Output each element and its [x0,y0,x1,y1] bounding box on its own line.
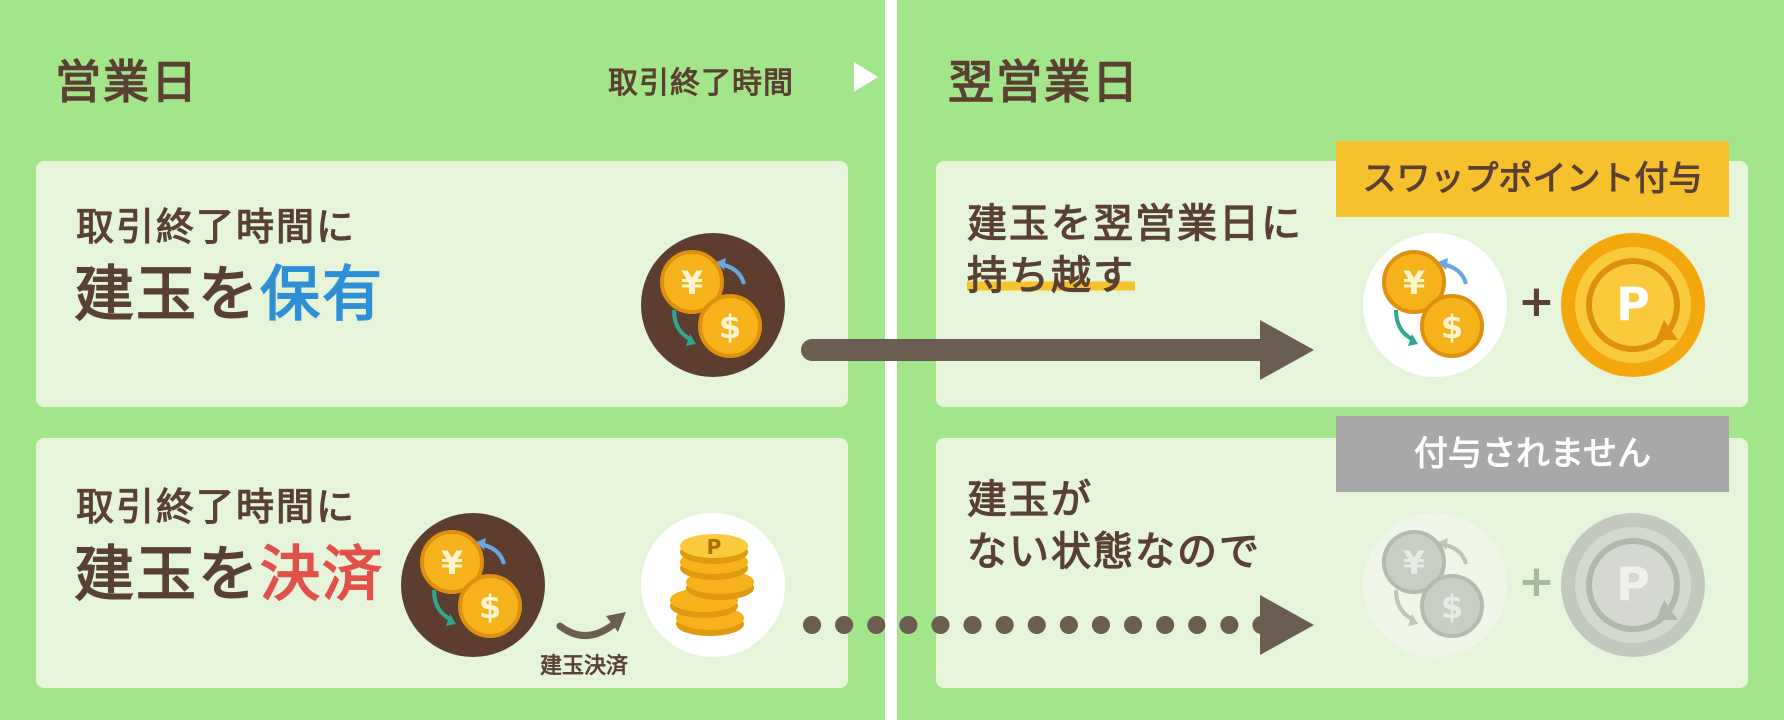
currency-exchange-icon: ¥ $ [1363,233,1507,377]
svg-text:$: $ [479,588,501,626]
cutoff-marker-icon [854,62,878,92]
plus-faded-icon: + [1518,556,1555,607]
carry-over-arrow [801,320,1314,380]
svg-text:P: P [1616,277,1650,331]
settle-arrow-icon [556,612,626,639]
svg-text:¥: ¥ [1403,264,1425,302]
cutoff-time-label: 取引終了時間 [608,66,794,101]
swap-point-coin-icon: P [1561,233,1705,377]
settle-line2: 建玉を決済 [74,540,384,610]
currency-exchange-icon: ¥ $ [641,233,785,377]
no-carry-over-arrow [803,595,1314,655]
currency-exchange-icon: ¥ $ [401,513,545,657]
svg-text:¥: ¥ [441,544,463,582]
no-position-text: 建玉が ない状態なので [967,477,1261,575]
settle-line1: 取引終了時間に [76,485,357,529]
svg-text:P: P [707,535,722,559]
not-granted-badge: 付与されません [1336,416,1729,492]
currency-exchange-faded-icon: ¥ $ [1363,513,1507,657]
plus-icon: + [1518,276,1555,327]
hold-line2: 建玉を保有 [74,260,384,330]
svg-text:P: P [1616,557,1650,611]
swap-point-coin-faded-icon: P [1561,513,1705,657]
settle-label: 建玉決済 [540,654,629,679]
svg-text:$: $ [719,308,741,346]
svg-text:¥: ¥ [681,264,703,302]
hold-line1: 取引終了時間に [76,205,357,249]
svg-text:¥: ¥ [1403,544,1425,582]
carry-over-text: 建玉を翌営業日に 持ち越す [967,201,1303,299]
swap-point-badge: スワップポイント付与 [1336,141,1729,217]
business-day-title: 営業日 [55,55,199,109]
svg-text:$: $ [1441,308,1463,346]
svg-text:$: $ [1441,588,1463,626]
next-business-day-title: 翌営業日 [948,55,1140,109]
coin-stack-icon: P [641,513,785,657]
